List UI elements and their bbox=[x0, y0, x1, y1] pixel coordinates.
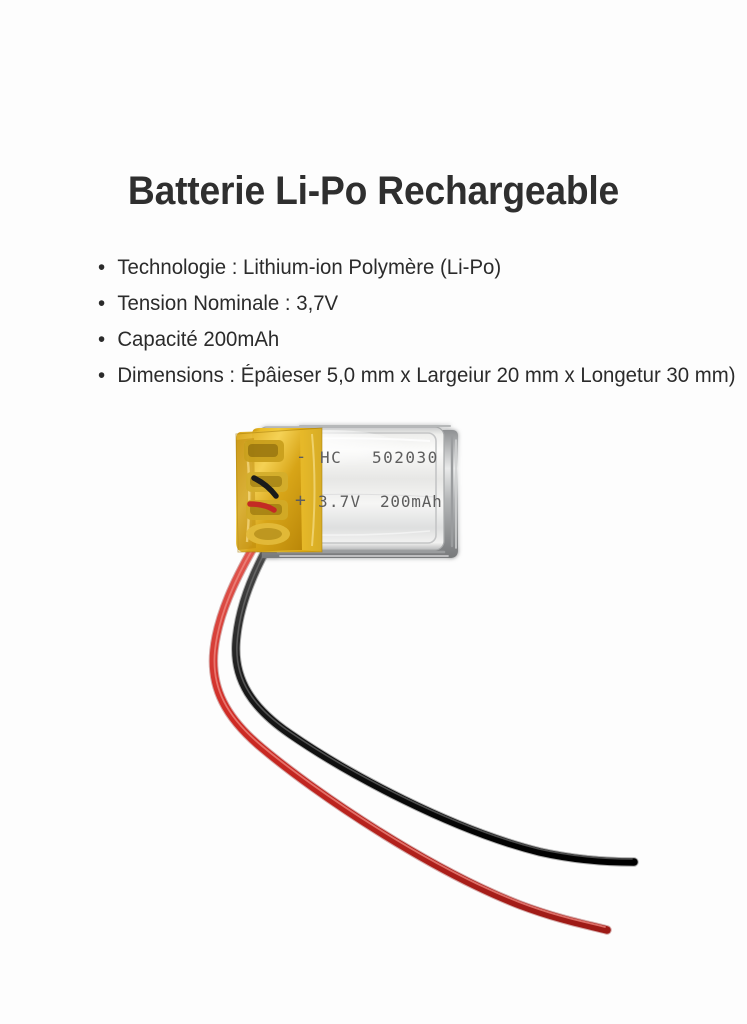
cell-capacity: 200mAh bbox=[380, 492, 443, 511]
battery-photo: - HC 502030 + 3.7V 200mAh bbox=[0, 400, 747, 1000]
spec-label: Capacité 200mAh bbox=[117, 328, 280, 351]
page-title: Batterie Li-Po Rechargeable bbox=[127, 168, 620, 213]
bullet-icon: • bbox=[97, 364, 106, 387]
cell-negative-sign: - bbox=[296, 447, 307, 467]
bullet-icon: • bbox=[97, 256, 106, 279]
list-item: • Dimensions : Épâieser 5,0 mm x Largeiu… bbox=[96, 358, 736, 394]
bullet-icon: • bbox=[97, 292, 106, 315]
cell-brand: HC bbox=[320, 448, 342, 467]
cell-voltage: 3.7V bbox=[318, 492, 361, 511]
spec-label: Tension Nominale : 3,7V bbox=[117, 292, 339, 315]
spec-list: • Technologie : Lithium-ion Polymère (Li… bbox=[96, 250, 736, 394]
spec-label: Technologie : Lithium-ion Polymère (Li-P… bbox=[117, 256, 502, 279]
spec-label: Dimensions : Épâieser 5,0 mm x Largeiur … bbox=[117, 364, 736, 387]
bullet-icon: • bbox=[97, 328, 106, 351]
list-item: • Capacité 200mAh bbox=[96, 322, 717, 358]
cell-model-number: 502030 bbox=[372, 448, 439, 467]
list-item: • Tension Nominale : 3,7V bbox=[96, 286, 717, 322]
cell-positive-sign: + bbox=[295, 490, 307, 511]
list-item: • Technologie : Lithium-ion Polymère (Li… bbox=[96, 250, 717, 286]
